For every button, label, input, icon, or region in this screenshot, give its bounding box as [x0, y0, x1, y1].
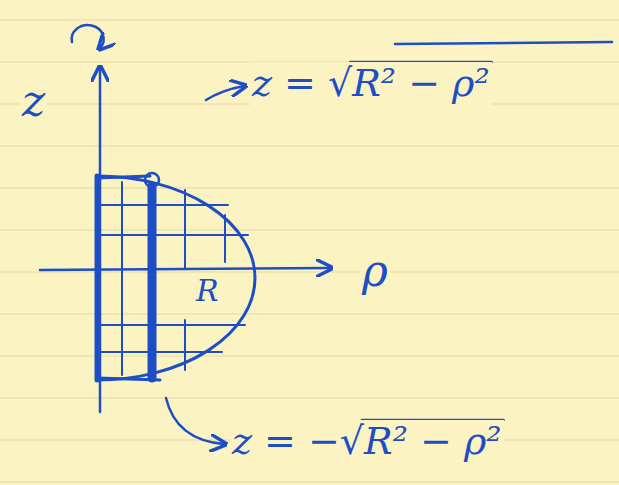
vertical-strip: [148, 186, 157, 378]
radius-label: R: [194, 274, 221, 309]
rho-axis: [40, 268, 330, 270]
top-stroke: [395, 42, 612, 44]
ruling-line: [0, 397, 619, 398]
equation-label: z = −√R² − ρ²: [230, 420, 504, 464]
pointer-arrow: [166, 398, 224, 444]
axis-label: z: [20, 76, 47, 127]
grid-lines: [100, 182, 248, 375]
ruling-line: [0, 355, 619, 356]
ruling-line: [0, 481, 619, 482]
half-disk-outline: [97, 176, 255, 380]
rotation-arrow: [72, 25, 104, 48]
ruling-line: [0, 145, 619, 146]
ruling-line: [0, 19, 619, 20]
paper-ruling: [0, 20, 619, 482]
ruling-line: [0, 187, 619, 188]
axis-label: ρ: [360, 246, 390, 297]
equation-label: z = √R² − ρ²: [250, 62, 492, 106]
pointer-arrow: [206, 86, 244, 100]
ruling-line: [0, 271, 619, 272]
z-axis: [99, 68, 102, 412]
ruling-line: [0, 313, 619, 314]
strip-top-dot: [145, 173, 159, 187]
disk-top-edge: [97, 176, 150, 178]
ruling-line: [0, 229, 619, 230]
